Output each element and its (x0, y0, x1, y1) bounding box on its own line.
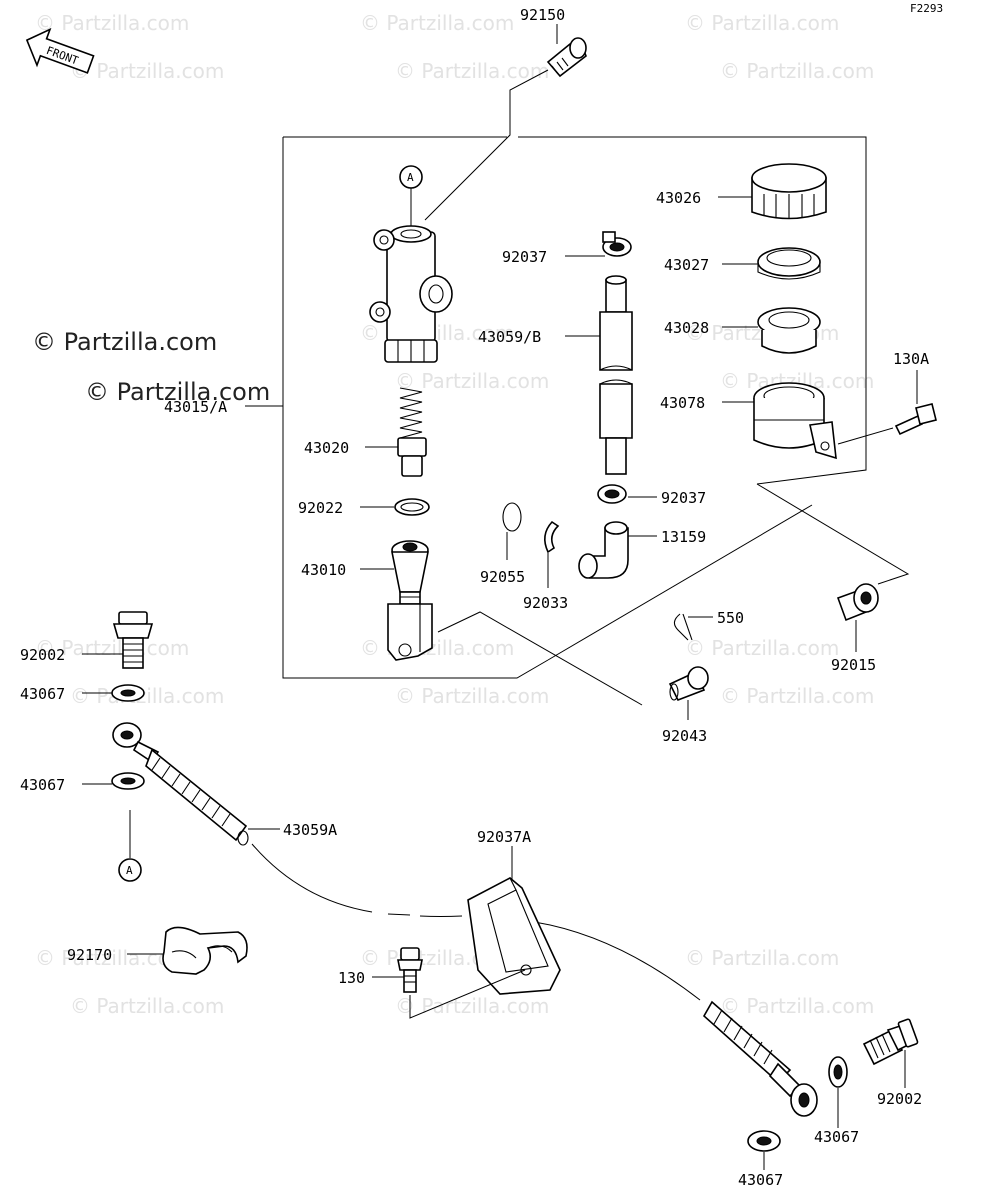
watermark: © Partzilla.com (360, 11, 514, 35)
leader-92150 (424, 69, 549, 221)
circlip-92033 (544, 520, 560, 554)
bolt-130 (397, 947, 423, 993)
watermark: © Partzilla.com (720, 994, 874, 1018)
watermark: © Partzilla.com (395, 369, 549, 393)
hose-curve (251, 843, 373, 913)
figure-code: F2293 (910, 2, 943, 15)
ref-a-bottom-label: A (126, 864, 133, 877)
piston-spring-43020 (397, 387, 427, 477)
leader-main-line (547, 504, 813, 661)
leader-43010-pin (437, 611, 643, 706)
part-label-43015a[interactable]: 43015/A (164, 398, 227, 416)
washer-43067-b (111, 772, 145, 790)
part-label-92002-left[interactable]: 92002 (20, 646, 65, 664)
part-label-43028[interactable]: 43028 (664, 319, 709, 337)
part-label-43026[interactable]: 43026 (656, 189, 701, 207)
watermark: © Partzilla.com (395, 59, 549, 83)
collar-92015 (836, 583, 879, 622)
watermark: © Partzilla.com (720, 59, 874, 83)
part-label-43010[interactable]: 43010 (301, 561, 346, 579)
hose-curve-right (519, 919, 701, 1001)
part-label-13159[interactable]: 13159 (661, 528, 706, 546)
watermark: © Partzilla.com (685, 636, 839, 660)
bolt-92002-right (862, 1018, 919, 1066)
pin-92043 (668, 666, 709, 702)
leader-130-line (409, 969, 526, 1019)
watermark: © Partzilla.com (70, 684, 224, 708)
watermarks: © Partzilla.com © Partzilla.com © Partzi… (32, 11, 874, 1018)
part-label-43059a[interactable]: 43059A (283, 821, 337, 839)
part-label-92033[interactable]: 92033 (523, 594, 568, 612)
part-label-43067-a[interactable]: 43067 (20, 685, 65, 703)
hose-curve-dash (387, 913, 411, 916)
clamp-92037-top (602, 231, 632, 257)
ref-a-top: A (399, 165, 423, 228)
part-label-130a[interactable]: 130A (893, 350, 929, 368)
reservoir-cap-43026 (751, 163, 827, 220)
part-label-43067-d[interactable]: 43067 (738, 1171, 783, 1189)
washer-43067-c (828, 1056, 848, 1088)
washer-43067-d (747, 1130, 781, 1152)
watermark: © Partzilla.com (360, 636, 514, 660)
leader-92015-line (756, 483, 910, 585)
part-label-92037-mid[interactable]: 92037 (661, 489, 706, 507)
watermark: © Partzilla.com (35, 636, 189, 660)
watermark: © Partzilla.com (70, 59, 224, 83)
part-label-43078[interactable]: 43078 (660, 394, 705, 412)
part-label-92170[interactable]: 92170 (67, 946, 112, 964)
hose-43059a-right-end (702, 1000, 818, 1117)
clamp-92037-mid (597, 484, 627, 504)
part-label-130[interactable]: 130 (338, 969, 365, 987)
part-labels: 92150 43026 92037 43027 43059/B 43028 13… (20, 6, 929, 1189)
part-label-43020[interactable]: 43020 (304, 439, 349, 457)
assembly-outline (518, 136, 867, 485)
part-label-43027[interactable]: 43027 (664, 256, 709, 274)
bolt-130a (894, 403, 937, 436)
part-label-43067-c[interactable]: 43067 (814, 1128, 859, 1146)
part-label-92055[interactable]: 92055 (480, 568, 525, 586)
watermark: © Partzilla.com (395, 684, 549, 708)
part-label-550[interactable]: 550 (717, 609, 744, 627)
part-label-92022[interactable]: 92022 (298, 499, 343, 517)
hose-43059a-left-end (112, 722, 249, 846)
leader-130a-line (837, 427, 894, 445)
circlip-92022 (394, 498, 430, 516)
cotter-pin-550 (673, 613, 693, 641)
bracket-92037a (467, 877, 561, 995)
part-label-92002-right[interactable]: 92002 (877, 1090, 922, 1108)
part-label-92015[interactable]: 92015 (831, 656, 876, 674)
diaphragm-43028 (757, 307, 821, 354)
watermark-main: © Partzilla.com (32, 328, 217, 356)
assembly-outline (282, 137, 549, 679)
bolt-92002-left (112, 611, 154, 669)
watermark: © Partzilla.com (720, 684, 874, 708)
hose-43059b (599, 275, 633, 475)
oring-92055 (502, 502, 522, 532)
watermark: © Partzilla.com (35, 11, 189, 35)
master-cylinder-body (369, 225, 453, 363)
part-label-92150[interactable]: 92150 (520, 6, 565, 24)
part-label-92037a[interactable]: 92037A (477, 828, 531, 846)
part-label-43067-b[interactable]: 43067 (20, 776, 65, 794)
part-label-43059b[interactable]: 43059/B (478, 328, 541, 346)
part-label-92043[interactable]: 92043 (662, 727, 707, 745)
clamp-92170 (162, 926, 248, 975)
hose-curve-dash (419, 915, 463, 917)
ref-a-bottom: A (118, 858, 142, 882)
reservoir-43078 (753, 382, 837, 460)
watermark: © Partzilla.com (685, 11, 839, 35)
part-label-92037[interactable]: 92037 (502, 248, 547, 266)
washer-43067-a (111, 684, 145, 702)
watermark: © Partzilla.com (70, 994, 224, 1018)
watermark: © Partzilla.com (685, 946, 839, 970)
ref-a-top-label: A (407, 171, 414, 184)
plate-43027 (757, 247, 821, 280)
elbow-13159 (578, 521, 629, 579)
push-rod-43010 (387, 540, 433, 661)
watermark-main: © Partzilla.com (85, 378, 270, 406)
bolt-92150 (546, 37, 587, 78)
